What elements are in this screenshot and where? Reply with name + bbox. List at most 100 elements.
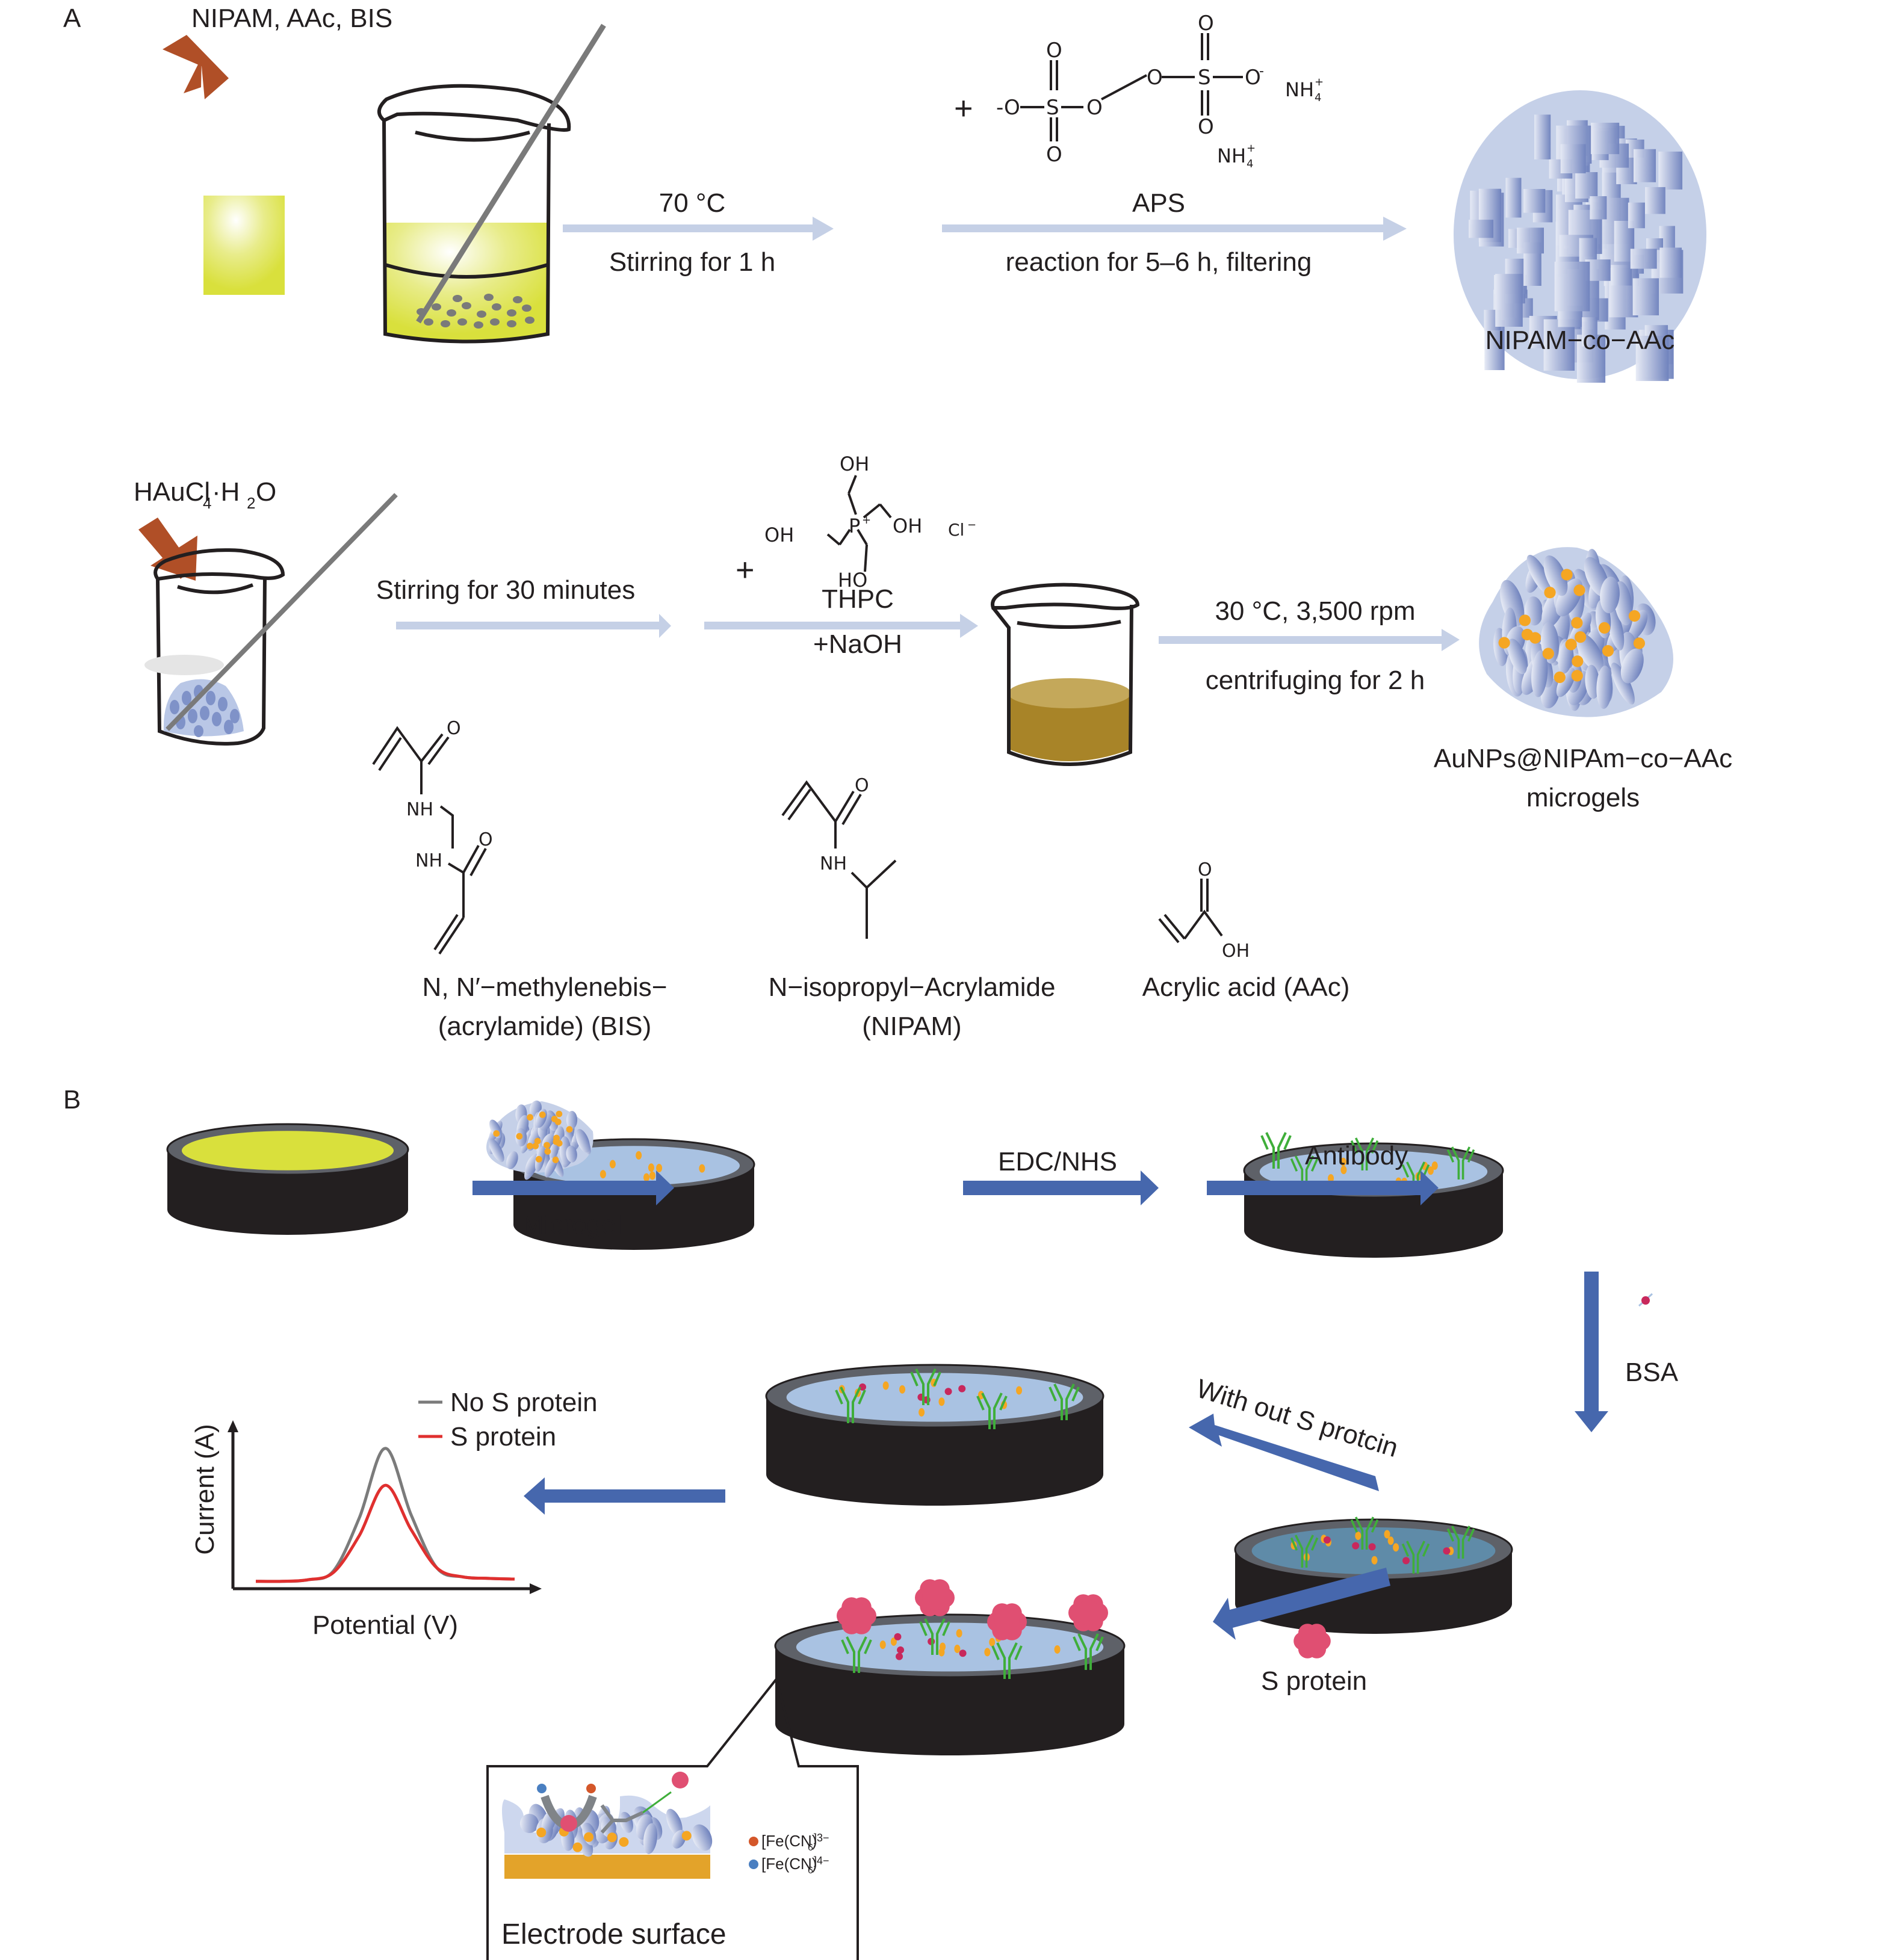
gold-nanoparticle — [1544, 587, 1556, 599]
gold-nanoparticle — [656, 1163, 663, 1172]
step5-duration: centrifuging for 2 h — [1206, 666, 1425, 695]
beaker-microgel-icon — [144, 493, 398, 746]
gold-nanoparticle — [1355, 1532, 1362, 1541]
microgel-bead — [1606, 606, 1625, 651]
bsa-molecule — [1402, 1557, 1410, 1565]
antibody-icon — [910, 1368, 941, 1405]
dpv-chart: Current (A) Potential (V) No S protein S… — [190, 1388, 598, 1640]
microgel-bead — [1531, 650, 1548, 697]
polymer-block — [1632, 278, 1659, 316]
microgel-bead — [1600, 577, 1620, 614]
svg-text:OH: OH — [764, 524, 794, 546]
electrode-with-s-protein — [774, 1579, 1126, 1755]
polymer-block — [1658, 151, 1683, 190]
step5-conditions: 30 °C, 3,500 rpm — [1215, 596, 1415, 626]
without-s-protein-label: With out S protcin — [1193, 1374, 1401, 1463]
bsa-molecule — [944, 1388, 952, 1396]
plus-sign: + — [954, 90, 973, 126]
series-line-no-s-protein — [255, 1447, 515, 1583]
polymer-block — [1495, 274, 1523, 327]
gold-nanoparticle — [1054, 1645, 1061, 1654]
electrode-bare — [166, 1123, 409, 1235]
antibody-icon — [1446, 1146, 1475, 1179]
polymer-block — [1591, 122, 1620, 155]
gold-nanoparticle — [609, 1160, 616, 1169]
step2-reagent-aps: APS — [1132, 188, 1185, 218]
bsa-molecule — [1323, 1536, 1331, 1544]
antibody-icon — [919, 1618, 950, 1655]
microgel-bead — [489, 1138, 504, 1163]
gold-nanoparticle — [599, 1170, 606, 1179]
panel-a-label: A — [63, 4, 81, 33]
s-protein-icon — [1293, 1624, 1331, 1659]
microgel-bead — [1620, 648, 1644, 684]
gold-nanoparticle — [493, 1130, 500, 1137]
antibody-icon — [976, 1393, 1008, 1429]
svg-text:HO: HO — [838, 569, 867, 592]
polymer-block — [1635, 336, 1669, 382]
gold-nanoparticle — [526, 1143, 533, 1149]
gold-nanoparticle — [1328, 1174, 1334, 1183]
aps-structure: + - O S O O O O S O - O O NH 4 + NH 4 + — [954, 11, 1324, 170]
microgel-bead — [666, 1808, 683, 1836]
s-protein-molecule-icon — [1293, 1624, 1331, 1659]
step1-temperature: 70 °C — [659, 188, 726, 218]
svg-text:-: - — [996, 96, 1003, 120]
svg-text:]4−: ]4− — [814, 1855, 829, 1867]
inset-title: Electrode surface — [501, 1918, 726, 1950]
svg-text:OH: OH — [840, 453, 869, 475]
legend-fe-cn-4: [Fe(CN) 6 ]4− — [749, 1855, 829, 1876]
svg-text:O: O — [256, 477, 276, 507]
polymer-block — [1560, 144, 1586, 174]
svg-text:O: O — [447, 718, 461, 739]
bsa-molecule — [896, 1652, 903, 1660]
svg-text:O: O — [1147, 66, 1163, 90]
svg-text:O: O — [1004, 96, 1020, 120]
gold-nanoparticle — [648, 1163, 654, 1172]
microgel-bead — [1556, 667, 1576, 697]
bsa-molecule-icon — [1638, 1293, 1653, 1307]
gold-nanoparticle — [527, 1114, 533, 1121]
bis-name-line1: N, N′−methylenebis− — [423, 972, 668, 1002]
gold-nanoparticle — [554, 1118, 562, 1125]
gold-nanoparticle — [956, 1629, 962, 1638]
gold-nanoparticle — [534, 1137, 541, 1145]
microgel-bead — [574, 1828, 593, 1857]
svg-text:Cl: Cl — [948, 520, 964, 540]
microgel-bead — [1585, 664, 1600, 699]
gold-nanoparticle — [649, 1171, 655, 1180]
gold-nanoparticle — [1633, 637, 1646, 649]
polymer-block — [1469, 220, 1494, 238]
gold-nanoparticle — [1431, 1161, 1438, 1170]
arrow-step5 — [1159, 629, 1460, 651]
svg-text:2: 2 — [247, 494, 255, 512]
gold-nanoparticle — [1384, 1530, 1390, 1539]
svg-text:]3−: ]3− — [814, 1832, 829, 1844]
step4-naoh: +NaOH — [813, 629, 902, 659]
s-protein-icon — [837, 1597, 876, 1634]
microgel-bead — [1543, 555, 1568, 596]
gold-nanoparticle — [1602, 645, 1614, 657]
microgel-bead — [519, 1814, 539, 1834]
s-protein-icon — [915, 1579, 955, 1616]
microgel-bead — [566, 1145, 577, 1163]
polymer-block — [1628, 202, 1645, 229]
antibody-icon — [1260, 1132, 1292, 1169]
gold-nanoparticle — [879, 1640, 886, 1649]
gold-nanoparticle — [607, 1832, 617, 1843]
microgel-step-label: Microgel — [522, 1210, 622, 1240]
x-axis-label: Potential (V) — [312, 1610, 458, 1640]
s-protein-step-label: S protein — [1261, 1666, 1367, 1696]
svg-text:[Fe(CN): [Fe(CN) — [761, 1832, 817, 1850]
nipam-name-line2: (NIPAM) — [862, 1012, 961, 1041]
aac-name: Acrylic acid (AAc) — [1142, 972, 1350, 1002]
gold-electrode-layer — [504, 1855, 710, 1879]
microgel-bead — [1596, 666, 1613, 709]
microgel-bead — [1611, 663, 1635, 705]
step1-duration: Stirring for 1 h — [609, 247, 775, 277]
gold-nanoparticle — [1371, 1556, 1378, 1565]
nipam-structure: O NH — [781, 775, 897, 939]
arrow-antibody — [1207, 1170, 1439, 1205]
arrow-microgel — [472, 1170, 674, 1205]
